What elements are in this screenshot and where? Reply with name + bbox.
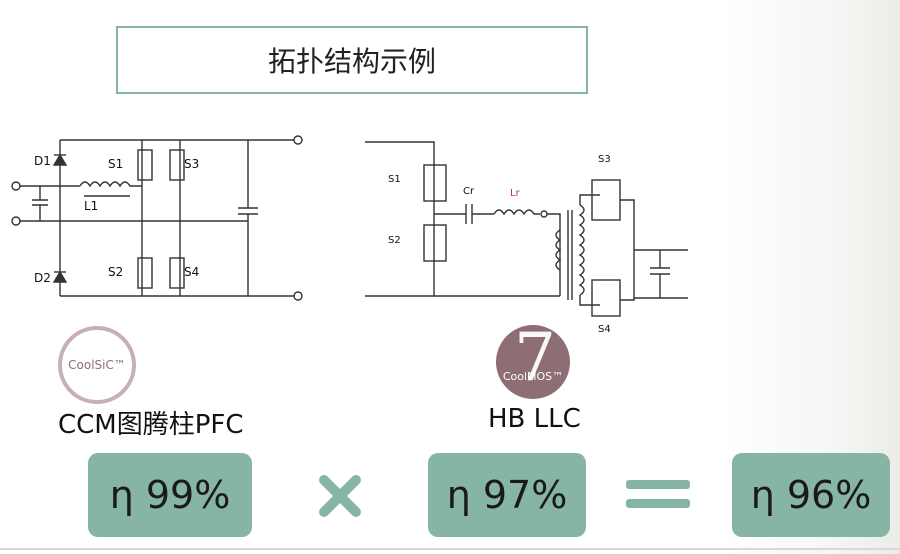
llc-switch-s3	[591, 179, 621, 221]
diode-d2	[52, 270, 68, 283]
multiply-icon	[319, 475, 361, 517]
label-s3: S3	[184, 157, 199, 171]
coolsic-logo-text: CoolSiC™	[68, 358, 126, 372]
label-s4: S4	[184, 265, 199, 279]
efficiency-llc-text: η 97%	[446, 473, 568, 517]
switch-s1	[137, 149, 153, 181]
capacitor-cr	[465, 204, 473, 224]
label-s1: S1	[108, 157, 123, 171]
llc-label-s2: S2	[388, 235, 401, 246]
output-capacitor	[650, 250, 670, 298]
efficiency-total: η 96%	[732, 453, 890, 537]
equals-icon	[626, 480, 690, 510]
llc-switch-s1	[423, 164, 447, 202]
diode-d1	[52, 153, 68, 166]
efficiency-llc: η 97%	[428, 453, 586, 537]
coolmos-seven: 7	[514, 319, 556, 396]
transformer-secondary	[578, 204, 585, 296]
llc-switch-s4	[591, 279, 621, 317]
caption-llc: HB LLC	[488, 404, 581, 434]
llc-label-lr: Lr	[510, 188, 521, 199]
switch-s3	[169, 149, 185, 181]
switch-s4	[169, 257, 185, 289]
input-terminal-top	[11, 181, 21, 191]
coolmos-logo: 7 CoolMOS™	[496, 319, 570, 399]
inductor-l1	[79, 181, 142, 188]
caption-pfc: CCM图腾柱PFC	[58, 410, 244, 440]
transformer-primary	[555, 229, 562, 271]
label-l1: L1	[84, 199, 98, 213]
efficiency-total-text: η 96%	[750, 473, 872, 517]
llc-label-cr: Cr	[463, 186, 475, 197]
inductor-lr	[493, 209, 540, 216]
hb-llc-circuit	[365, 141, 688, 317]
totem-pole-pfc-circuit	[11, 135, 303, 301]
bottom-divider	[0, 548, 900, 550]
label-d2: D2	[34, 271, 51, 285]
llc-label-s4: S4	[598, 324, 611, 335]
page-title-text: 拓扑结构示例	[267, 45, 436, 78]
page-title: 拓扑结构示例	[116, 26, 588, 94]
input-terminal-bottom	[11, 216, 21, 226]
efficiency-pfc: η 99%	[88, 453, 252, 537]
efficiency-pfc-text: η 99%	[109, 473, 231, 517]
switch-s2	[137, 257, 153, 289]
llc-label-s3: S3	[598, 154, 611, 165]
output-terminal-bottom	[293, 291, 303, 301]
llc-switch-s2	[423, 224, 447, 262]
label-s2: S2	[108, 265, 123, 279]
llc-label-s1: S1	[388, 174, 401, 185]
coolsic-logo: CoolSiC™	[58, 326, 136, 404]
coolmos-logo-text: CoolMOS™	[502, 369, 564, 383]
label-d1: D1	[34, 154, 51, 168]
output-terminal-top	[293, 135, 303, 145]
